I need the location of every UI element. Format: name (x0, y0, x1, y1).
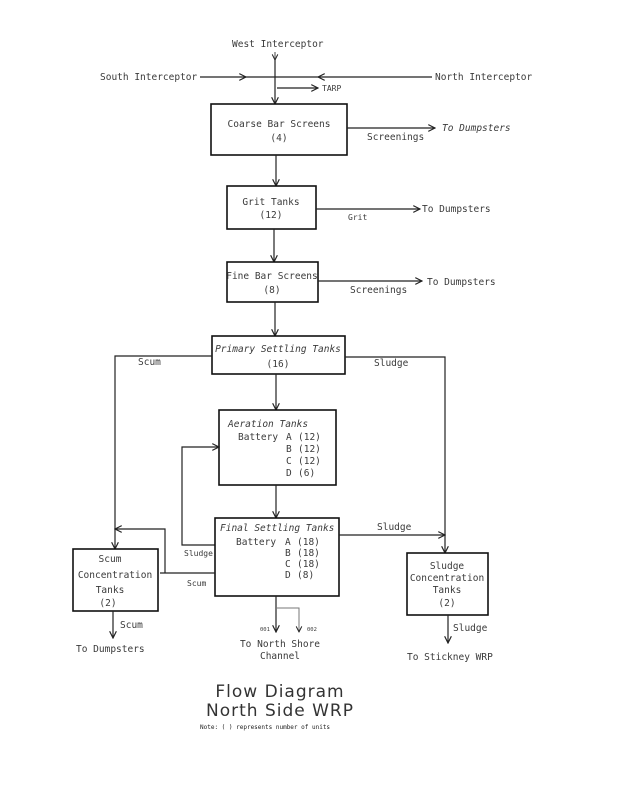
fine-screenings-label: Screenings (350, 285, 407, 296)
coarse-dest-label: To Dumpsters (442, 123, 511, 134)
grit-dest-label: To Dumpsters (422, 204, 491, 215)
coarse-bar-screens-box: Coarse Bar Screens (4) (210, 103, 348, 156)
scum-conc-count: (2) (99, 598, 116, 609)
return-sludge-line (181, 447, 219, 546)
effluent-dest-line2: Channel (260, 651, 300, 662)
sludge-concentration-tanks-box: Sludge Concentration Tanks (2) (406, 552, 489, 616)
outfall-002-line (276, 607, 299, 632)
scum-conc-dest-label: To Dumpsters (76, 644, 145, 655)
fine-bar-screens-name: Fine Bar Screens (226, 271, 318, 282)
scum-conc-out-label: Scum (120, 620, 143, 631)
grit-tanks-count: (12) (260, 210, 283, 221)
aeration-battery-count: (12) (298, 444, 321, 455)
final-scum-line-up (115, 529, 166, 573)
sludge-conc-dest-label: To Stickney WRP (407, 652, 493, 663)
aeration-battery-id: C (286, 456, 292, 467)
primary-scum-line (115, 355, 212, 549)
aeration-tanks-box: Aeration Tanks Battery A (12) B (12) C (… (218, 409, 337, 486)
final-battery-id: C (285, 559, 291, 570)
final-battery-list: A (18) B (18) C (18) D (8) (285, 537, 320, 581)
coarse-screenings-label: Screenings (367, 132, 424, 143)
sludge-conc-line1: Sludge (430, 561, 465, 572)
final-battery-count: (18) (297, 559, 320, 570)
coarse-bar-screens-count: (4) (270, 133, 287, 144)
aeration-battery-count: (12) (298, 432, 321, 443)
aeration-tanks-name: Aeration Tanks (227, 419, 308, 430)
diagram-title-line1: Flow Diagram (215, 682, 344, 702)
diagram-note: Note: ( ) represents number of units (200, 724, 330, 731)
final-sludge-label: Sludge (377, 522, 412, 533)
north-interceptor-label: North Interceptor (435, 72, 533, 83)
final-battery-id: A (285, 537, 291, 548)
primary-settling-count: (16) (267, 359, 290, 370)
south-interceptor-label: South Interceptor (100, 72, 198, 83)
return-sludge-label: Sludge (184, 549, 213, 558)
final-settling-name: Final Settling Tanks (220, 523, 334, 534)
aeration-battery-list: A (12) B (12) C (12) D (6) (286, 432, 321, 479)
final-battery-count: (18) (297, 548, 320, 559)
aeration-battery-id: D (286, 468, 292, 479)
coarse-bar-screens-name: Coarse Bar Screens (228, 119, 331, 130)
scum-concentration-tanks-box: Scum Concentration Tanks (2) (72, 548, 159, 612)
final-settling-tanks-box: Final Settling Tanks Battery A (18) B (1… (214, 517, 340, 597)
fine-bar-screens-box: Fine Bar Screens (8) (226, 261, 319, 303)
final-battery-count: (8) (297, 570, 314, 581)
primary-scum-label: Scum (138, 357, 161, 368)
final-scum-label: Scum (187, 579, 206, 588)
final-battery-count: (18) (297, 537, 320, 548)
primary-settling-name: Primary Settling Tanks (215, 344, 341, 355)
diagram-title-line2: North Side WRP (206, 701, 354, 721)
grit-tanks-box: Grit Tanks (12) (226, 185, 317, 230)
west-interceptor-label: West Interceptor (232, 39, 324, 50)
effluent-dest-line1: To North Shore (240, 639, 320, 650)
fine-dest-label: To Dumpsters (427, 277, 496, 288)
aeration-battery-count: (12) (298, 456, 321, 467)
aeration-battery-id: B (286, 444, 292, 455)
sludge-conc-out-label: Sludge (453, 623, 488, 634)
grit-tanks-name: Grit Tanks (242, 197, 299, 208)
tarp-label: TARP (322, 84, 341, 93)
sludge-conc-count: (2) (438, 598, 455, 609)
outfall-001-label: 001 (260, 627, 270, 633)
final-battery-id: D (285, 570, 291, 581)
aeration-battery-label: Battery (238, 432, 278, 443)
grit-out-label: Grit (348, 213, 367, 222)
aeration-battery-count: (6) (298, 468, 315, 479)
scum-conc-line3: Tanks (96, 585, 125, 596)
sludge-conc-line3: Tanks (433, 585, 462, 596)
final-battery-id: B (285, 548, 291, 559)
final-battery-label: Battery (236, 537, 276, 548)
sludge-conc-line2: Concentration (410, 573, 484, 584)
scum-conc-line1: Scum (99, 554, 122, 565)
aeration-battery-id: A (286, 432, 292, 443)
primary-sludge-label: Sludge (374, 358, 409, 369)
scum-conc-line2: Concentration (78, 570, 152, 581)
primary-sludge-line (345, 356, 445, 553)
fine-bar-screens-count: (8) (263, 285, 280, 296)
primary-settling-tanks-box: Primary Settling Tanks (16) (211, 335, 346, 375)
outfall-002-label: 002 (307, 627, 317, 633)
